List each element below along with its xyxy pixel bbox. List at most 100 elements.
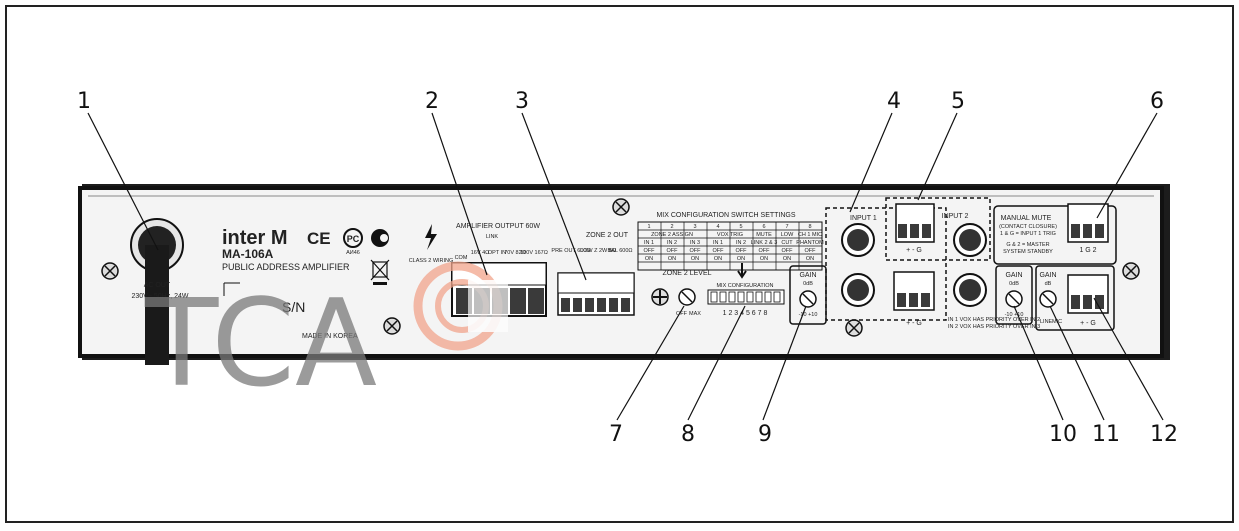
- callout-4: 4: [887, 89, 901, 114]
- made-in: MADE IN KOREA: [302, 333, 358, 340]
- input3-terminal[interactable]: [1067, 274, 1109, 314]
- amp-output-title: AMPLIFIER OUTPUT 60W: [456, 223, 540, 230]
- input1-xlr-top[interactable]: [841, 223, 875, 257]
- callout-11: 11: [1092, 422, 1120, 447]
- svg-text:IN 1: IN 1: [644, 240, 654, 246]
- gain1-range: -10 +10: [799, 312, 818, 318]
- svg-text:OFF: OFF: [782, 248, 794, 254]
- input2-xlr-top[interactable]: [953, 223, 987, 257]
- zone2-level-knob[interactable]: [678, 288, 696, 306]
- svg-text:ON: ON: [668, 256, 676, 262]
- svg-text:ON: ON: [714, 256, 722, 262]
- svg-text:CUT: CUT: [781, 240, 793, 246]
- zone2-pre-out: PRE OUT 600Ω: [551, 248, 590, 254]
- svg-text:CH 1 MIC: CH 1 MIC: [798, 232, 822, 238]
- screw-mid-icon: [383, 317, 401, 335]
- linemic-line: LINE: [1040, 319, 1053, 325]
- svg-text:4: 4: [716, 224, 719, 230]
- input2-terminal[interactable]: [895, 203, 935, 243]
- svg-text:LINK 2 & 3: LINK 2 & 3: [751, 240, 778, 246]
- input1-terminals: + - G: [906, 320, 922, 327]
- svg-text:ON: ON: [806, 256, 814, 262]
- ac-cord: [130, 218, 184, 365]
- mix-dip-switch[interactable]: [707, 289, 785, 305]
- callout-5: 5: [951, 89, 965, 114]
- down-arrow-icon: [737, 263, 747, 279]
- svg-text:OFF: OFF: [805, 248, 817, 254]
- svg-text:OFF: OFF: [759, 248, 771, 254]
- gain1-knob[interactable]: [799, 290, 817, 308]
- callout-2: 2: [425, 89, 439, 114]
- input2-terminals: + - G: [906, 247, 922, 254]
- pc-mark-icon: PC: [343, 228, 363, 248]
- mix-switch-numbers: 1 2 3 4 5 6 7 8: [723, 310, 768, 317]
- svg-text:6: 6: [762, 224, 765, 230]
- svg-text:ON: ON: [783, 256, 791, 262]
- callout-6: 6: [1150, 89, 1164, 114]
- callout-9: 9: [758, 422, 772, 447]
- gain2-db: 0dB: [1009, 281, 1019, 287]
- mix-settings-table: [637, 221, 823, 271]
- amp-col-2: OPT IN: [488, 250, 506, 256]
- manual-mute-box: [993, 205, 1117, 265]
- svg-text:IN 2: IN 2: [736, 240, 746, 246]
- svg-text:IN 1: IN 1: [713, 240, 723, 246]
- gain1-title: GAIN: [799, 272, 816, 279]
- model-name: MA-106A: [222, 247, 274, 261]
- mix-table-numbers: 1 2 3 4 5 6 7 8: [647, 224, 811, 230]
- svg-text:OFF: OFF: [736, 248, 748, 254]
- amp-col-0: COM: [455, 255, 468, 261]
- zone2-level-title: ZONE 2 LEVEL: [662, 270, 711, 277]
- callout-3: 3: [515, 89, 529, 114]
- svg-text:ON: ON: [691, 256, 699, 262]
- callout-7: 7: [609, 422, 623, 447]
- zone2-terminal[interactable]: [557, 272, 635, 316]
- manual-mute-terminal[interactable]: [1067, 203, 1109, 243]
- linemic-gain-title: GAIN: [1039, 272, 1056, 279]
- gain1-box: [789, 265, 827, 325]
- svg-text:LOW: LOW: [781, 232, 794, 238]
- brand-logo: inter M: [222, 227, 288, 249]
- lightning-icon: [425, 224, 437, 250]
- gain2-knob[interactable]: [1005, 290, 1023, 308]
- screw-top-icon: [612, 198, 630, 216]
- gain2-range: -10 +10: [1005, 312, 1024, 318]
- svg-text:ON: ON: [737, 256, 745, 262]
- ac-line1: AC OUT: [144, 282, 171, 289]
- mix-table-on-row: ON ON ON ON ON ON ON ON: [645, 256, 814, 262]
- cert-round-icon: [371, 229, 389, 247]
- input1-terminal[interactable]: [893, 271, 935, 311]
- callout-12: 12: [1150, 422, 1178, 447]
- zone2-bal: BAL 600Ω: [607, 248, 632, 254]
- mix-table-groups: ZONE 2 ASSIGN VOX TRIG MUTE LOW CH 1 MIC: [651, 232, 822, 238]
- svg-text:OFF: OFF: [690, 248, 702, 254]
- amp-col-4: 100V 167Ω: [520, 250, 548, 256]
- outer-border: [5, 5, 1234, 523]
- vox-note-2: IN 2 VOX HAS PRIORITY OVER IN 3: [948, 324, 1040, 330]
- linemic-db: dB: [1045, 281, 1052, 287]
- chassis-panel: [78, 186, 1164, 358]
- svg-text:PC: PC: [347, 234, 360, 244]
- screw-right-icon: [1122, 262, 1140, 280]
- mix-table-off-row: OFF OFF OFF OFF OFF OFF OFF OFF: [644, 248, 817, 254]
- svg-text:3: 3: [693, 224, 696, 230]
- linemic-knob[interactable]: [1039, 290, 1057, 308]
- svg-text:OFF: OFF: [644, 248, 656, 254]
- class2-wiring: CLASS 2 WIRING: [409, 258, 454, 264]
- amp-link-label: LINK: [486, 234, 499, 240]
- ground-screw-icon: [651, 288, 669, 306]
- mix-table-title: MIX CONFIGURATION SWITCH SETTINGS: [656, 212, 795, 219]
- screw-bottom-icon: [845, 319, 863, 337]
- vox-note-1: IN 1 VOX HAS PRIORITY OVER IN 2: [948, 317, 1040, 323]
- gain1-db: 0dB: [803, 281, 813, 287]
- manual-mute-l2: G & 2 = MASTER: [1006, 242, 1049, 248]
- zone2-level-max: MAX: [689, 311, 701, 317]
- input2-xlr-bottom[interactable]: [953, 273, 987, 307]
- input1-xlr-bottom[interactable]: [841, 273, 875, 307]
- svg-text:VOX TRIG: VOX TRIG: [717, 232, 743, 238]
- cert-pc-sub: AИ46: [346, 250, 360, 256]
- svg-text:OFF: OFF: [667, 248, 679, 254]
- svg-text:ON: ON: [645, 256, 653, 262]
- screw-left-icon: [101, 262, 119, 280]
